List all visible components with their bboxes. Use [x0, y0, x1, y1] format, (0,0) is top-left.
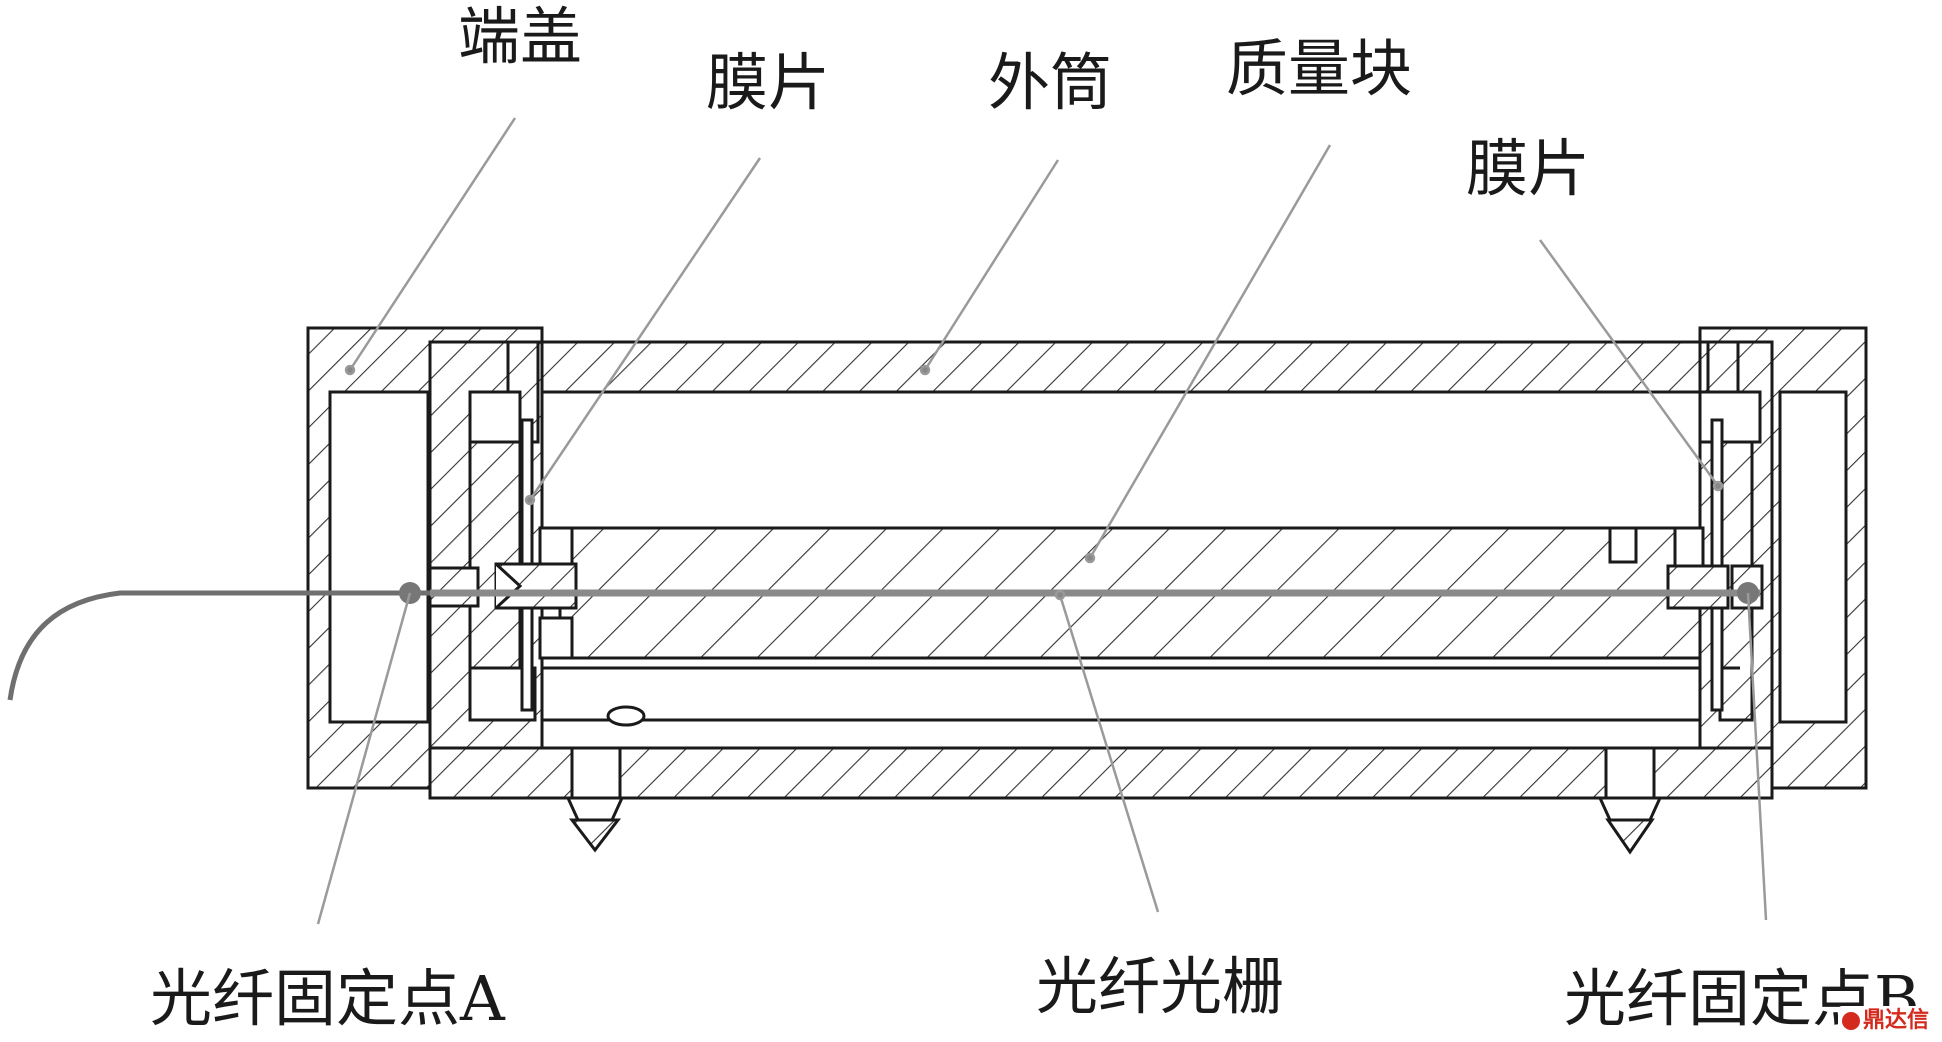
left-fiber-clamp — [428, 562, 578, 610]
optical-fiber — [7, 589, 1760, 701]
label-diaphragm-left: 膜片 — [706, 46, 831, 119]
mounting-stud-left — [565, 705, 646, 853]
leader-mass-block — [1084, 144, 1332, 564]
leader-end-cap — [344, 117, 517, 376]
mounting-stud-right — [1597, 746, 1663, 855]
leader-fiber-grating — [1054, 589, 1160, 913]
outer-tube-bottom-wall — [428, 746, 1774, 800]
label-end-cap: 端盖 — [458, 0, 583, 73]
leader-fixing-point-b — [1746, 592, 1768, 921]
leader-outer-tube — [919, 159, 1060, 376]
label-outer-tube: 外筒 — [988, 46, 1113, 119]
leader-diaphragm-left — [524, 157, 762, 506]
watermark-logo: 鼎达信 — [1838, 1006, 1936, 1036]
label-fiber-grating: 光纤光栅 — [1036, 950, 1285, 1023]
leader-diaphragm-right — [1538, 239, 1724, 492]
label-mass-block: 质量块 — [1226, 32, 1413, 105]
watermark-text: 鼎达信 — [1863, 1008, 1930, 1033]
label-diaphragm-right: 膜片 — [1466, 132, 1591, 205]
label-fixing-point-a: 光纤固定点A — [150, 962, 505, 1035]
watermark-icon — [1842, 1012, 1860, 1030]
leader-fixing-point-a — [316, 592, 412, 925]
